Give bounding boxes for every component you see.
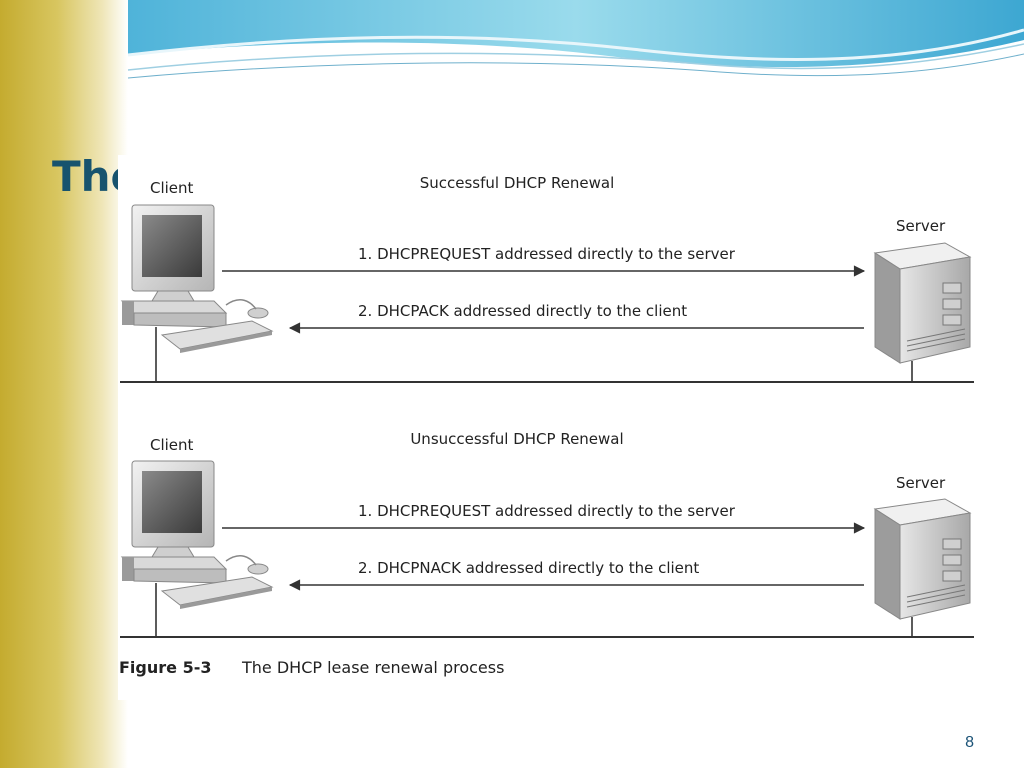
message-2-label: 2. DHCPACK addressed directly to the cli… bbox=[358, 302, 687, 320]
figure-caption-text: The DHCP lease renewal process bbox=[241, 658, 504, 677]
panel-heading: Unsuccessful DHCP Renewal bbox=[410, 430, 623, 448]
dhcp-diagram: Successful DHCP Renewal Client Server 1.… bbox=[119, 174, 974, 677]
panel-heading: Successful DHCP Renewal bbox=[420, 174, 615, 192]
client-computer-icon bbox=[121, 460, 273, 610]
message-1-label: 1. DHCPREQUEST addressed directly to the… bbox=[358, 502, 736, 520]
message-1-label: 1. DHCPREQUEST addressed directly to the… bbox=[358, 245, 736, 263]
server-label: Server bbox=[896, 474, 946, 492]
server-icon bbox=[874, 242, 971, 364]
message-2-label: 2. DHCPNACK addressed directly to the cl… bbox=[358, 559, 699, 577]
client-computer-icon bbox=[121, 204, 273, 354]
server-label: Server bbox=[896, 217, 946, 235]
server-icon bbox=[874, 498, 971, 620]
unsuccessful-renewal-panel: Unsuccessful DHCP Renewal Client Server … bbox=[120, 430, 974, 638]
client-label: Client bbox=[150, 436, 194, 454]
client-label: Client bbox=[150, 179, 194, 197]
dhcp-renewal-figure: Successful DHCP Renewal Client Server 1.… bbox=[118, 155, 974, 700]
figure-caption-label: Figure 5-3 bbox=[119, 658, 211, 677]
top-wave-decoration bbox=[127, 0, 1024, 79]
left-accent-bar bbox=[0, 0, 128, 768]
successful-renewal-panel: Successful DHCP Renewal Client Server 1.… bbox=[120, 174, 974, 383]
page-number: 8 bbox=[965, 734, 974, 751]
